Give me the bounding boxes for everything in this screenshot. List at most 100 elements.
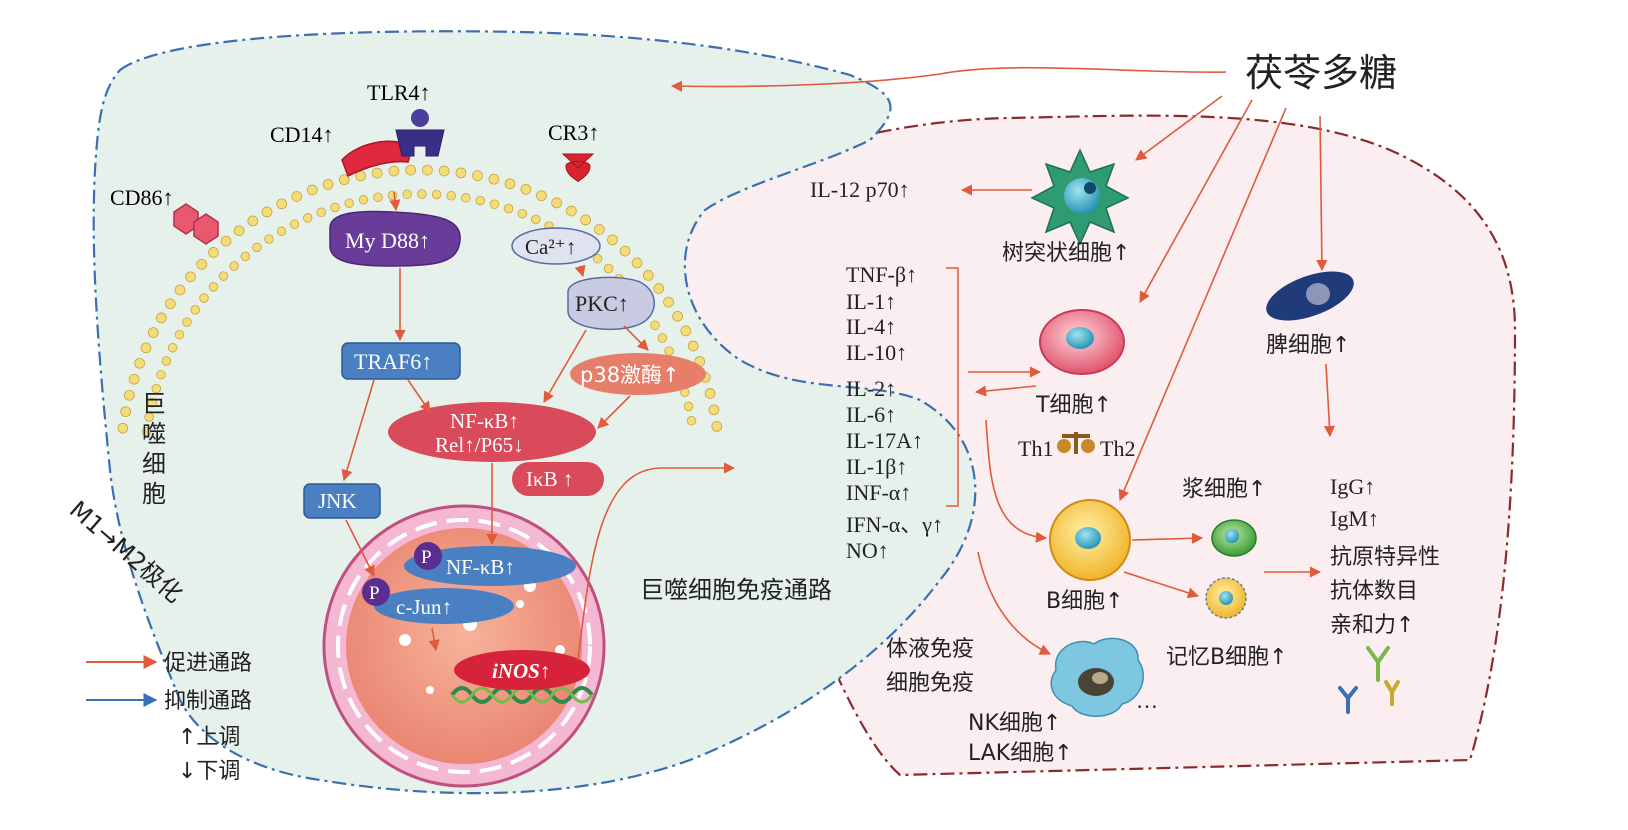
lipid-head — [120, 406, 132, 418]
lipid-head — [190, 305, 200, 315]
pkc-label: PKC↑ — [575, 291, 629, 316]
lipid-head — [264, 234, 274, 244]
lipid-head — [233, 225, 245, 237]
cytokine-item: IL-1↑ — [846, 289, 896, 314]
legend-up-label: ↑上调 — [178, 725, 240, 750]
ikb-node: IκB ↑ — [512, 462, 604, 496]
lipid-head — [603, 263, 614, 274]
lipid-head — [402, 189, 412, 200]
lipid-head — [672, 310, 683, 322]
lipid-head — [196, 258, 207, 270]
lipid-head — [141, 426, 152, 437]
lipid-head — [631, 257, 643, 269]
lipid-head — [344, 198, 354, 208]
dna-helix — [450, 686, 594, 704]
b-cell — [1049, 499, 1131, 581]
lipid-head — [387, 190, 398, 201]
lipid-head — [503, 203, 514, 214]
dendritic-label: 树突状细胞↑ — [1002, 241, 1130, 266]
plasma-cell — [1211, 519, 1257, 557]
antibody-icons — [1338, 646, 1400, 714]
lipid-head — [218, 271, 229, 281]
nfkb-complex-node: NF-κB↑ Rel↑/P65↓ — [388, 402, 596, 462]
lipid-head — [388, 165, 400, 177]
lipid-head — [240, 251, 251, 262]
nk-cell — [1050, 637, 1144, 717]
lipid-head — [531, 214, 541, 225]
phospho-label-2: P — [369, 583, 380, 604]
lipid-head — [261, 206, 273, 218]
cytokine-bracket — [946, 267, 959, 507]
lipid-head — [664, 346, 674, 356]
macrophage-char-1: 巨 — [142, 390, 166, 418]
lipid-head — [302, 213, 313, 223]
lipid-head — [117, 422, 129, 434]
antibody-item: IgM↑ — [1330, 506, 1379, 531]
cytokine-item: IL-6↑ — [846, 402, 896, 427]
lipid-head — [653, 283, 665, 294]
lipid-head — [220, 235, 232, 247]
lipid-head — [208, 282, 219, 292]
traf6-label: TRAF6↑ — [354, 349, 432, 374]
cytokine-item: IL-2↑ — [846, 376, 896, 401]
lipid-head — [134, 357, 145, 369]
lipid-head — [592, 254, 603, 264]
lipid-head — [650, 320, 660, 331]
lipid-head — [708, 404, 720, 416]
lipid-head — [566, 205, 577, 217]
lipid-head — [504, 178, 516, 190]
plasma-label: 浆细胞↑ — [1182, 477, 1266, 502]
lipid-head — [642, 270, 654, 281]
th1-label: Th1 — [1018, 436, 1053, 461]
cr3-receptor — [561, 153, 595, 183]
lipid-head — [551, 197, 562, 209]
balance-icon — [1057, 432, 1095, 454]
p38-label: p38激酶↑ — [580, 363, 680, 387]
jnk-node: JNK — [303, 483, 381, 519]
macrophage-char-4: 胞 — [142, 480, 166, 508]
nk-label: NK细胞↑ — [968, 711, 1061, 736]
lipid-head — [371, 167, 383, 179]
lipid-head — [140, 342, 152, 354]
lipid-head — [174, 329, 185, 340]
cytokine-item: TNF-β↑ — [846, 262, 917, 287]
lipid-head — [489, 199, 500, 209]
lipid-head — [580, 214, 591, 226]
pathway-title: 巨噬细胞免疫通路 — [640, 576, 832, 604]
legend-promote-label: 促进通路 — [164, 651, 252, 676]
cd14-label: CD14↑ — [270, 122, 334, 147]
nuclear-cjun-node: c-Jun↑ — [374, 588, 514, 624]
p38-node: p38激酶↑ — [570, 353, 706, 395]
macrophage-char-3: 细 — [142, 450, 166, 478]
inos-node: iNOS↑ — [454, 650, 590, 690]
cr3-label: CR3↑ — [548, 120, 599, 145]
lipid-head — [687, 340, 699, 352]
antibody-item: 亲和力↑ — [1330, 613, 1414, 638]
lipid-head — [199, 293, 209, 303]
tlr4-receptor — [395, 109, 445, 157]
lipid-head — [686, 416, 697, 426]
lipid-head — [289, 219, 300, 229]
myd88-label: My D88↑ — [345, 228, 430, 253]
antibody-item: 抗体数目 — [1330, 579, 1418, 604]
nk-ellipsis: … — [1136, 688, 1158, 713]
lipid-head — [663, 296, 674, 308]
inos-label: iNOS↑ — [492, 659, 550, 683]
cytokine-item: NO↑ — [846, 538, 889, 563]
dendritic-cell — [1030, 148, 1130, 246]
cytokine-item: INF-α↑ — [846, 480, 911, 505]
lipid-head — [124, 389, 135, 401]
lipid-head — [711, 421, 723, 432]
lipid-head — [156, 369, 166, 380]
myd88-node: My D88↑ — [329, 210, 461, 267]
immune-arrows — [960, 95, 1336, 655]
antibody-item: 抗原特异性 — [1330, 545, 1440, 570]
lipid-head — [438, 165, 450, 177]
spleen-cell — [1266, 271, 1354, 321]
lipid-head — [417, 189, 427, 199]
tlr4-label: TLR4↑ — [367, 80, 431, 105]
lipid-head — [167, 342, 178, 353]
lipid-head — [208, 247, 219, 258]
